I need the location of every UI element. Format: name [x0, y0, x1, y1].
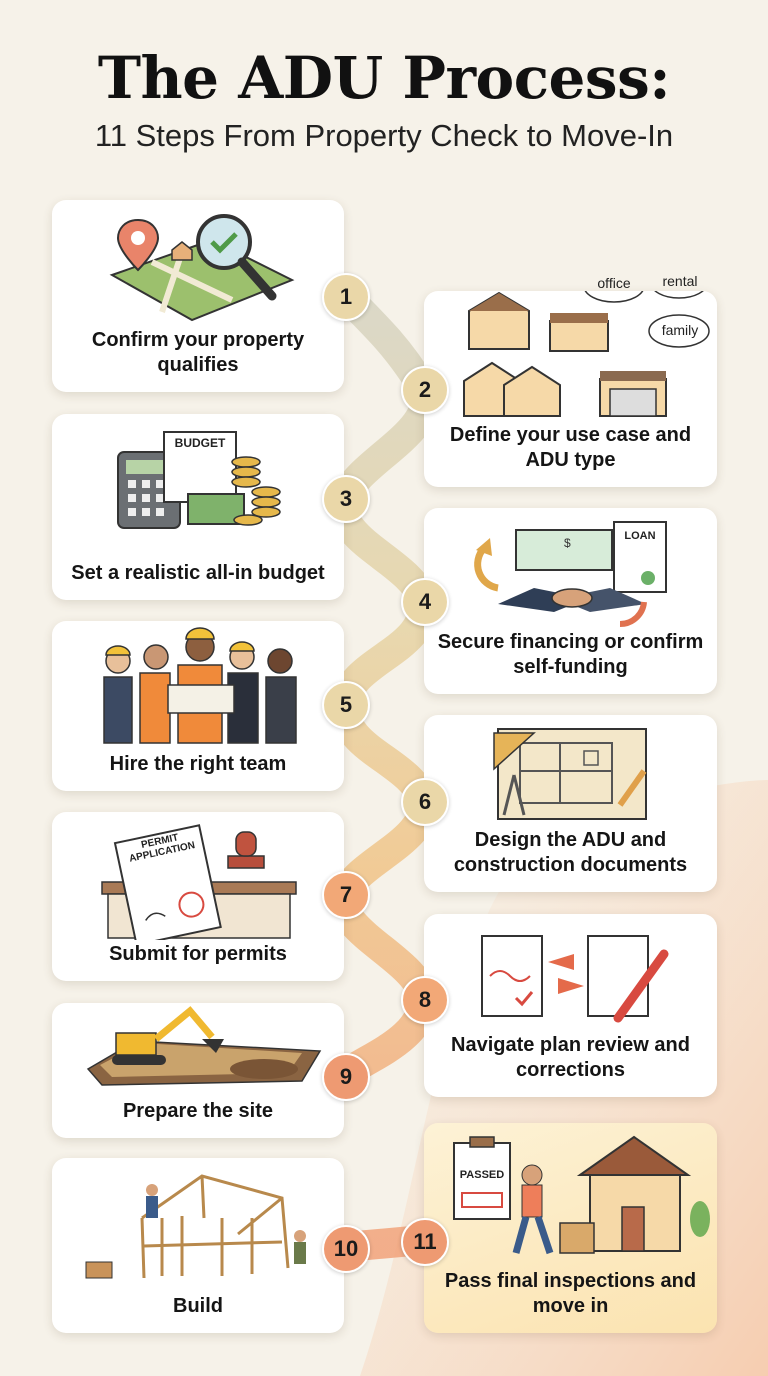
step-number-1: 1: [322, 273, 370, 321]
step-label-5: Hire the right team: [109, 753, 287, 775]
handshake-loan-icon: [474, 521, 667, 628]
framing-icon: [85, 1174, 306, 1279]
bubble-office: office: [597, 275, 631, 291]
passed-tag: PASSED: [459, 1169, 505, 1181]
step-card-10: Build: [52, 1158, 344, 1333]
map-magnifier-icon: [109, 214, 295, 322]
bubble-family: family: [661, 322, 699, 338]
step-number-6: 6: [401, 778, 449, 826]
plan-review-icon: [481, 935, 669, 1023]
step-number-2: 2: [401, 366, 449, 414]
step-card-9: Prepare the site: [52, 1003, 344, 1138]
step-number-5: 5: [322, 681, 370, 729]
step-label-3: Set a realistic all-in budget: [71, 562, 325, 584]
step-card-6: Design the ADU and construction document…: [424, 715, 717, 892]
step-label-4: Secure financing or confirm self-funding: [437, 631, 704, 678]
step-label-10: Build: [173, 1295, 223, 1317]
step-number-11: 11: [401, 1218, 449, 1266]
blueprint-icon: [493, 728, 647, 820]
step-label-11: Pass final inspections and move in: [444, 1270, 697, 1317]
loan-tag: LOAN: [624, 530, 656, 542]
step-card-5: Hire the right team: [52, 621, 344, 791]
step-label-9: Prepare the site: [122, 1100, 274, 1122]
step-card-7: PERMIT APPLICATION Submit for permits: [52, 812, 344, 981]
step-label-6: Design the ADU and construction document…: [453, 829, 688, 876]
step-card-11: PASSED Pass final inspections and move i…: [424, 1123, 717, 1333]
step-number-4: 4: [401, 578, 449, 626]
step-label-1: Confirm your property qualifies: [91, 329, 305, 376]
permit-stamp-icon: [101, 824, 297, 940]
budget-tag: BUDGET: [174, 436, 226, 450]
calculator-money-icon: [117, 431, 281, 529]
page-title: The ADU Process:: [97, 44, 671, 112]
move-in-icon: [453, 1135, 710, 1255]
excavator-icon: [86, 1006, 322, 1086]
step-card-2: office rental family Define your use cas…: [424, 273, 717, 487]
step-label-7: Submit for permits: [109, 943, 287, 965]
step-card-4: LOAN $ Secure financing or confirm self-…: [424, 508, 717, 694]
step-number-10: 10: [322, 1225, 370, 1273]
check-dollar: $: [564, 536, 571, 550]
team-icon: [103, 627, 297, 744]
step-card-8: Navigate plan review and corrections: [424, 914, 717, 1097]
step-label-2: Define your use case and ADU type: [449, 424, 692, 471]
step-label-8: Navigate plan review and corrections: [451, 1034, 690, 1081]
step-number-8: 8: [401, 976, 449, 1024]
step-card-1: Confirm your property qualifies: [52, 200, 344, 392]
bubble-rental: rental: [662, 273, 698, 289]
step-card-3: BUDGET Set a realistic all-in budget: [52, 414, 344, 600]
step-number-7: 7: [322, 871, 370, 919]
houses-icon: [463, 291, 710, 417]
page-subtitle: 11 Steps From Property Check to Move-In: [94, 118, 674, 153]
winding-path: [328, 280, 441, 1262]
step-number-9: 9: [322, 1053, 370, 1101]
step-number-3: 3: [322, 475, 370, 523]
